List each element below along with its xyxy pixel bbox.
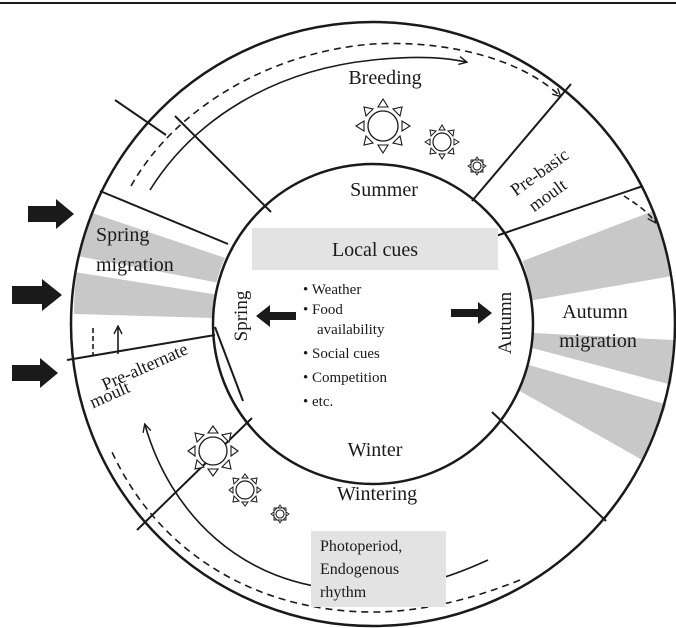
stage-autumn-line-2: migration <box>559 330 637 352</box>
cue-social: • Social cues <box>303 346 380 362</box>
spring-migration-shade-lower <box>73 272 216 318</box>
breeding-arc-dashed <box>130 42 560 187</box>
arrow-right-icon <box>451 302 492 324</box>
autumn-migration-shade-middle <box>532 333 675 385</box>
outer-arrow-icon <box>28 199 74 229</box>
cue-food: • Food <box>303 302 343 318</box>
stage-wintering: Wintering <box>337 483 417 505</box>
photoperiod-box <box>311 531 446 607</box>
divider-premoult-autumn <box>483 185 644 241</box>
inner-circle <box>211 162 535 486</box>
prebasic-dashed-arrow <box>623 195 655 222</box>
cue-availability: availability <box>317 322 385 338</box>
divider-autumn-wintering <box>491 411 607 522</box>
divider-wintering-prealternate <box>136 417 253 531</box>
divider-spring-breeding-outer <box>114 99 167 136</box>
divider-spring-breeding-mid <box>174 115 272 213</box>
photoperiod-line-2: Endogenous <box>320 561 399 578</box>
divider-prealternate-wintering-mid <box>214 326 244 402</box>
stage-autumn-line-1: Autumn <box>562 301 628 323</box>
season-winter: Winter <box>348 439 403 461</box>
sun-large-icon <box>187 425 239 477</box>
photoperiod-line-1: Photoperiod, <box>320 538 402 555</box>
sun-medium-icon <box>228 473 262 507</box>
outer-ring <box>69 20 676 628</box>
outer-arrow-icon <box>12 279 62 311</box>
breeding-arc-solid <box>149 57 466 191</box>
arrow-left-icon <box>256 305 296 327</box>
local-cues-box <box>252 228 498 270</box>
outer-arrow-icon <box>12 358 58 388</box>
sun-large-icon <box>354 97 412 155</box>
season-autumn: Autumn <box>495 291 516 354</box>
local-cues-title: Local cues <box>332 239 418 261</box>
season-summer: Summer <box>350 179 418 201</box>
stage-spring-line-1: Spring <box>96 224 149 246</box>
spring-migration-shade-upper <box>79 212 225 283</box>
photoperiod-line-3: rhythm <box>320 584 367 601</box>
divider-breeding-premoult <box>471 83 572 202</box>
autumn-migration-shade-upper <box>522 210 671 301</box>
cue-weather: • Weather <box>303 282 361 298</box>
sun-small-icon <box>270 504 290 524</box>
cue-etc: • etc. <box>303 394 333 410</box>
divider-prealternate-spring <box>66 334 216 361</box>
sun-medium-icon <box>424 124 460 160</box>
stage-spring-line-2: migration <box>96 254 174 276</box>
divider-spring-upper <box>99 190 229 245</box>
autumn-migration-shade-lower <box>518 365 667 461</box>
sun-small-icon <box>467 156 487 176</box>
season-spring: Spring <box>231 290 252 341</box>
stage-breeding: Breeding <box>348 67 421 89</box>
wintering-arc-dashed <box>111 451 521 613</box>
cue-competition: • Competition <box>303 370 388 386</box>
